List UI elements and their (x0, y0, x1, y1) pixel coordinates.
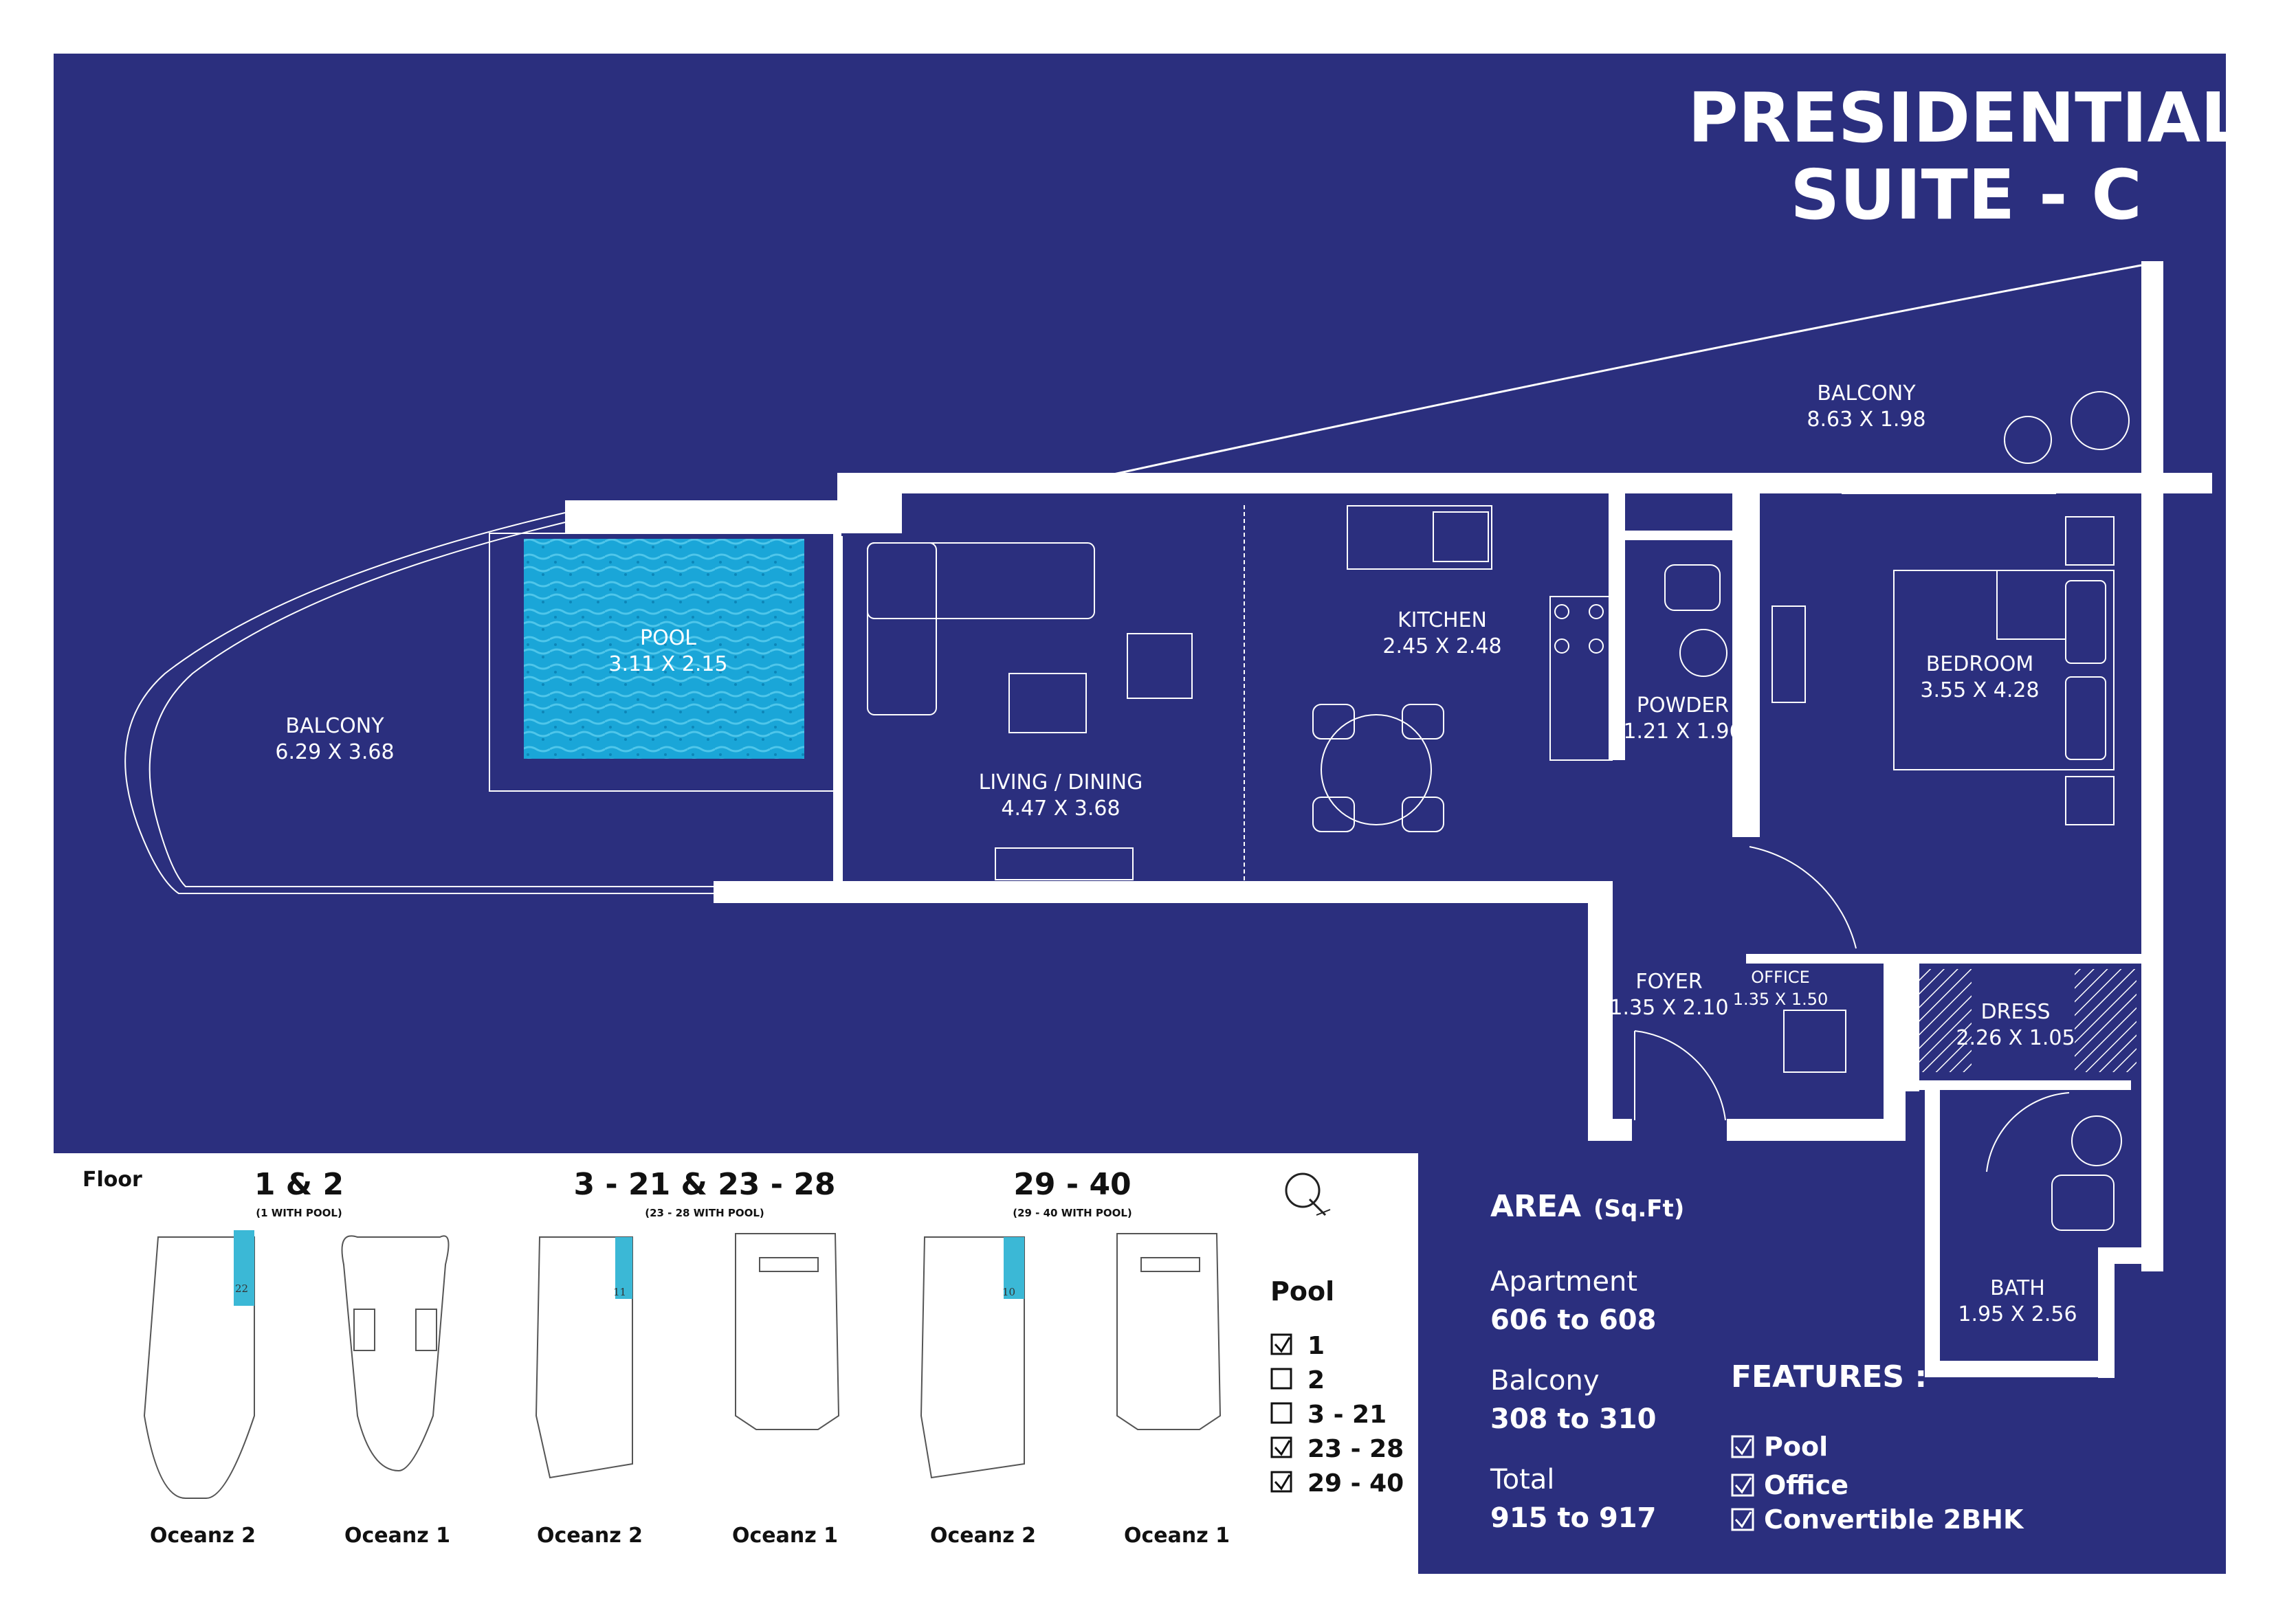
room-labels: BALCONY 8.63 X 1.98 BALCONY 6.29 X 3.68 … (275, 381, 2077, 1326)
foyer-office-fixtures (1634, 846, 2137, 1231)
pool-item-3: 3 - 21 (1270, 1401, 1387, 1429)
powder-fixtures (1664, 564, 1806, 703)
key-plan-building-oceanz2-c: 10 (920, 1236, 1025, 1479)
key-plan-building-oceanz2-b: 11 (535, 1236, 633, 1479)
living-furniture (841, 505, 1245, 881)
group-2-bldg-2: Oceanz 1 (732, 1524, 838, 1548)
area-section: AREA (Sq.Ft) Apartment 606 to 608 Balcon… (1490, 1189, 1684, 1534)
powder-name: POWDER (1637, 693, 1729, 718)
balcony-top-dims: 8.63 X 1.98 (1807, 408, 1925, 432)
pool-edge (524, 539, 804, 759)
key-plan-building-oceanz1-b (735, 1233, 840, 1430)
bedroom-furniture (1893, 391, 2130, 825)
key-plan-building-oceanz2-a: 22 (143, 1230, 255, 1499)
group-2-bldg-1: Oceanz 2 (537, 1524, 643, 1548)
pool-item-1: 1 (1270, 1332, 1325, 1360)
checkmark-icon (1734, 1438, 1752, 1456)
pool-dims: 3.11 X 2.15 (608, 652, 727, 676)
checkmark-icon (1274, 1474, 1291, 1491)
bath-name: BATH (1990, 1276, 2045, 1300)
balcony-left-name: BALCONY (285, 714, 384, 738)
living-dims: 4.47 X 3.68 (1001, 797, 1120, 821)
checkmark-icon (1274, 1440, 1291, 1456)
total-label: Total (1490, 1464, 1554, 1495)
feature-office-label: Office (1764, 1470, 1848, 1500)
highlight-unit-3: 10 (1002, 1286, 1015, 1298)
checkmark-icon (1734, 1511, 1752, 1528)
title-line-1: PRESIDENTIAL (1688, 78, 2244, 158)
pool-item-4-label: 23 - 28 (1307, 1435, 1404, 1463)
pool-name: POOL (640, 626, 696, 650)
feature-2bhk-label: Convertible 2BHK (1764, 1504, 2024, 1535)
group-1-floors: 1 & 2 (254, 1167, 344, 1202)
pool-item-5: 29 - 40 (1270, 1469, 1404, 1498)
pool-legend-title: Pool (1270, 1276, 1334, 1306)
features-section: FEATURES : Pool Office Convertible 2BHK (1731, 1359, 2024, 1535)
north-arrow-icon (1285, 1172, 1331, 1216)
office-dims: 1.35 X 1.50 (1733, 990, 1829, 1009)
powder-dims: 1.21 X 1.96 (1623, 720, 1742, 744)
key-plan-building-oceanz1-a (341, 1235, 450, 1472)
group-3-bldg-2: Oceanz 1 (1124, 1524, 1230, 1548)
bedroom-dims: 3.55 X 4.28 (1920, 678, 2039, 702)
balcony-top-name: BALCONY (1817, 381, 1916, 405)
dress-dims: 2.26 X 1.05 (1956, 1026, 2075, 1050)
highlight-unit-2: 11 (613, 1286, 626, 1298)
pool-item-5-label: 29 - 40 (1307, 1469, 1404, 1498)
title-line-2: SUITE - C (1790, 155, 2141, 235)
group-3-note: (29 - 40 WITH POOL) (1013, 1207, 1132, 1219)
balcony-area-value: 308 to 310 (1490, 1403, 1656, 1435)
group-1-bldg-2: Oceanz 1 (344, 1524, 450, 1548)
foyer-name: FOYER (1635, 970, 1702, 994)
kitchen-dims: 2.45 X 2.48 (1382, 634, 1501, 658)
balcony-left-dims: 6.29 X 3.68 (275, 740, 394, 764)
balcony-area-label: Balcony (1490, 1365, 1600, 1397)
foyer-dims: 1.35 X 2.10 (1609, 996, 1728, 1020)
bedroom-name: BEDROOM (1926, 652, 2034, 676)
group-1-bldg-1: Oceanz 2 (150, 1524, 256, 1548)
feature-pool-label: Pool (1764, 1432, 1828, 1462)
feature-2bhk: Convertible 2BHK (1731, 1504, 2024, 1535)
key-plan: Floor 1 & 2 (1 WITH POOL) 3 - 21 & 23 - … (82, 1167, 1331, 1548)
balcony-outlines (124, 264, 2153, 894)
pool-legend: Pool 1 2 3 - 21 23 - 28 29 - 40 (1270, 1276, 1404, 1498)
pool-item-2-label: 2 (1307, 1366, 1325, 1394)
features-title: FEATURES : (1731, 1359, 1927, 1394)
kitchen-name: KITCHEN (1398, 608, 1487, 632)
checkmark-icon (1734, 1477, 1752, 1494)
walls (565, 261, 2212, 1378)
pool-item-1-label: 1 (1307, 1332, 1325, 1360)
pool-item-3-label: 3 - 21 (1307, 1401, 1387, 1429)
feature-office: Office (1731, 1470, 1848, 1500)
group-1-note: (1 WITH POOL) (256, 1207, 342, 1219)
bath-dims: 1.95 X 2.56 (1958, 1302, 2077, 1326)
pool-item-4: 23 - 28 (1270, 1435, 1404, 1463)
area-title: AREA (1490, 1189, 1581, 1224)
total-value: 915 to 917 (1490, 1502, 1656, 1534)
group-2-note: (23 - 28 WITH POOL) (645, 1207, 764, 1219)
kitchen-furniture (1312, 505, 1613, 832)
dress-hatch-left (1910, 969, 1972, 1072)
key-plan-building-oceanz1-c (1116, 1233, 1222, 1430)
dress-hatch-right (2075, 969, 2137, 1072)
group-2-floors: 3 - 21 & 23 - 28 (573, 1167, 835, 1202)
office-name: OFFICE (1751, 968, 1810, 987)
apartment-value: 606 to 608 (1490, 1304, 1656, 1336)
checkmark-icon (1274, 1337, 1291, 1353)
group-3-floors: 29 - 40 (1013, 1167, 1131, 1202)
pool-item-2: 2 (1270, 1366, 1325, 1394)
apartment-label: Apartment (1490, 1266, 1637, 1298)
group-3-bldg-1: Oceanz 2 (930, 1524, 1036, 1548)
highlight-unit-1: 22 (235, 1282, 248, 1295)
living-name: LIVING / DINING (979, 770, 1143, 794)
dress-name: DRESS (1981, 1000, 2051, 1024)
feature-pool: Pool (1731, 1432, 1828, 1462)
area-unit: (Sq.Ft) (1593, 1195, 1684, 1223)
floor-label: Floor (82, 1168, 142, 1192)
